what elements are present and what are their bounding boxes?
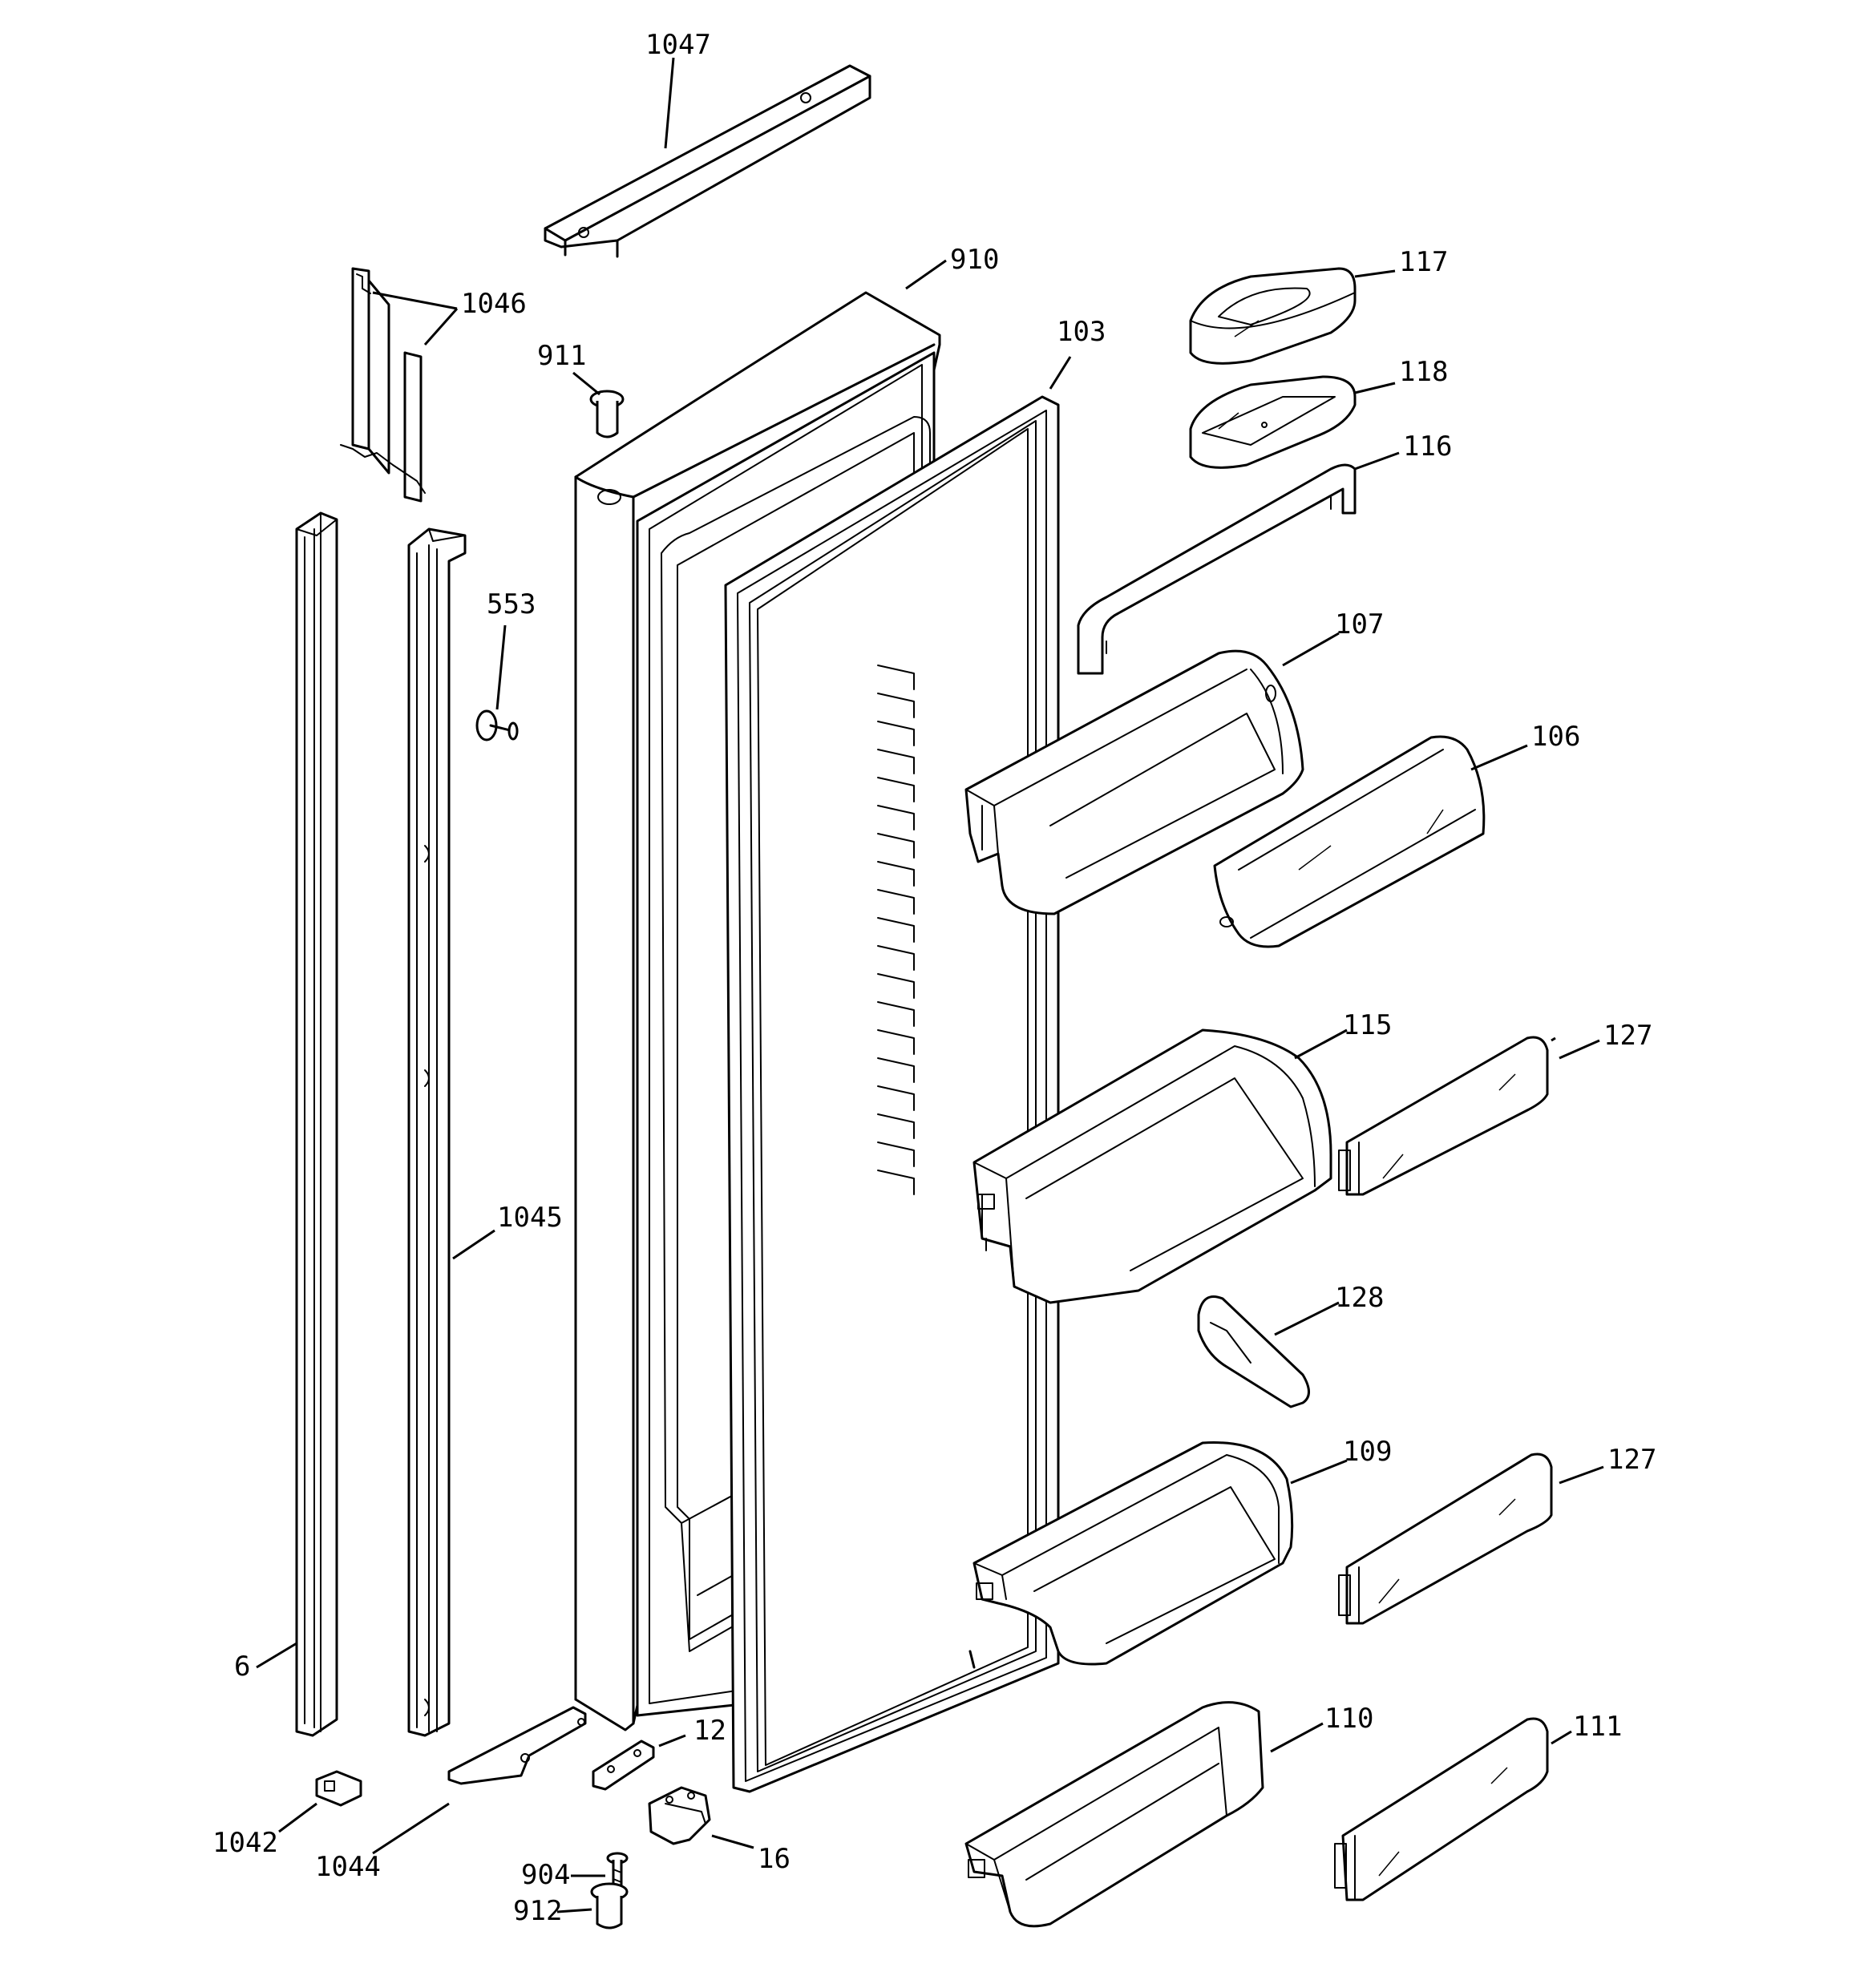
callout-116: 116 [1403, 430, 1452, 463]
part-117-bin-lid [1189, 267, 1357, 365]
part-1042-hinge-clip [315, 1770, 362, 1807]
callout-12: 12 [693, 1715, 726, 1747]
callout-6: 6 [234, 1651, 250, 1683]
part-912-bottom-bushing [590, 1882, 629, 1929]
part-1044-bottom-bracket [447, 1706, 587, 1785]
part-103-gasket [724, 395, 1060, 1793]
callout-109: 109 [1343, 1436, 1392, 1468]
part-127-lower-bin-front [1338, 1453, 1553, 1625]
callout-127-upper: 127 [1603, 1020, 1652, 1052]
callout-106: 106 [1531, 721, 1580, 753]
callout-904: 904 [521, 1859, 570, 1891]
leader-lines [256, 57, 1604, 1913]
part-553-hinge-gear [475, 709, 519, 741]
callout-127-lower: 127 [1607, 1444, 1656, 1476]
callout-1046: 1046 [461, 288, 527, 320]
callout-labels: 1047 910 1046 911 103 117 118 116 553 10… [212, 29, 1656, 1927]
callout-118: 118 [1399, 356, 1448, 388]
callout-1044: 1044 [315, 1851, 381, 1883]
callout-111: 111 [1573, 1711, 1622, 1743]
callout-911: 911 [537, 340, 586, 372]
callout-1042: 1042 [212, 1827, 278, 1859]
part-107-door-bin [964, 649, 1304, 915]
part-111-bin-front [1334, 1717, 1549, 1901]
part-16-hinge-block [648, 1786, 711, 1845]
part-911-bushing [589, 390, 625, 438]
callout-103: 103 [1057, 316, 1106, 348]
part-109-door-bin [972, 1441, 1294, 1666]
callout-110: 110 [1324, 1703, 1373, 1735]
part-127-upper-bin-front [1338, 1036, 1549, 1196]
part-116-retainer [1077, 463, 1357, 675]
callout-117: 117 [1399, 246, 1448, 278]
callout-912: 912 [513, 1895, 562, 1927]
part-6-trim-strip [295, 511, 338, 1737]
part-12-hinge-plate [592, 1740, 655, 1791]
callout-1045: 1045 [497, 1202, 563, 1234]
part-128-divider [1197, 1295, 1310, 1408]
callout-553: 553 [487, 588, 536, 620]
callout-115: 115 [1343, 1009, 1392, 1041]
callout-910: 910 [950, 244, 999, 276]
part-1046-bracket [340, 267, 426, 503]
callout-1047: 1047 [645, 29, 711, 61]
callout-128: 128 [1335, 1282, 1384, 1314]
part-110-door-bin [964, 1701, 1264, 1928]
part-106-bin-front [1213, 735, 1486, 948]
part-1047-top-cover [544, 64, 871, 258]
part-1045-trim-channel [407, 527, 467, 1737]
part-118-bin-base [1189, 375, 1357, 469]
callout-16: 16 [758, 1843, 790, 1875]
callout-107: 107 [1335, 608, 1384, 640]
part-115-door-bin [972, 1028, 1332, 1304]
